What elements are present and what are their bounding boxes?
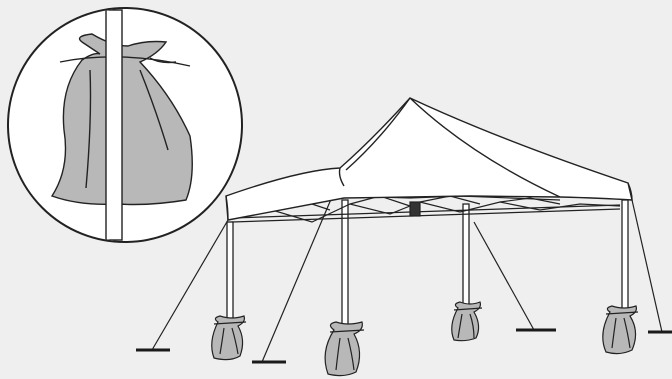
weight-bag-icon <box>325 322 364 376</box>
canopy-roof <box>226 98 632 220</box>
leg-front-right <box>622 200 628 318</box>
leg-front-left <box>227 222 233 330</box>
canopy <box>226 98 632 220</box>
guy-rope-right-back <box>474 222 534 330</box>
weight-bags <box>212 302 638 376</box>
weight-bag-icon <box>603 306 638 354</box>
weight-bag-icon <box>212 316 246 360</box>
inset-tent-leg <box>106 10 122 240</box>
weight-bag-icon <box>452 302 482 341</box>
leg-back-right <box>463 204 469 312</box>
magnifier-inset-icon <box>8 8 242 242</box>
leg-front-center <box>342 200 348 332</box>
